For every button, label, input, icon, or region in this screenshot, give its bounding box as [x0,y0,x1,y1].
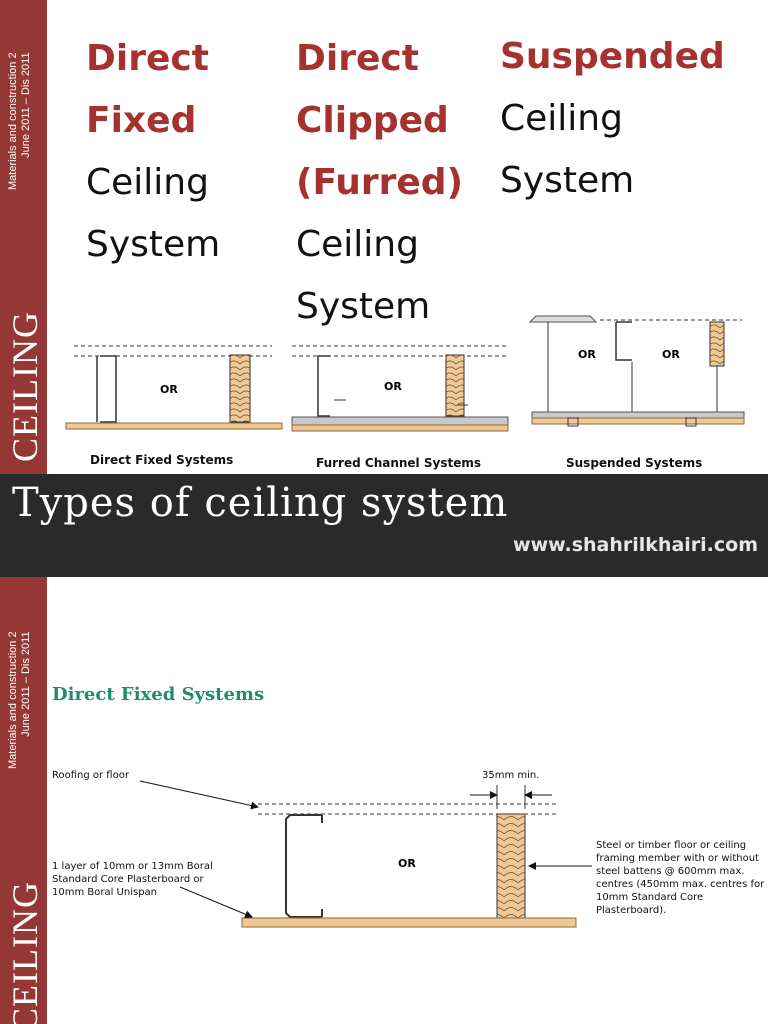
board-leader-arrow [179,886,253,918]
heading-red-line: Suspended [500,36,725,77]
timber-joist-icon [229,354,251,423]
column-suspended-heading: Suspended Ceiling System [500,26,725,212]
column-direct-fixed-heading: Direct Fixed Ceiling System [86,28,220,276]
heading-black-line: Ceiling [296,224,419,265]
or-label: OR [578,348,596,361]
or-label: OR [160,383,178,396]
or-label: OR [398,857,416,870]
heading-red-line: Direct [296,38,419,79]
heading-black-line: Ceiling [86,162,209,203]
direct-fixed-detail-diagram: OR [139,780,592,928]
heading-red-line: Direct [86,38,209,79]
roof-leader-arrow [139,780,259,810]
sidebar: Materials and construction 2 June 2011 –… [0,577,47,1024]
slide-direct-fixed-detail: Materials and construction 2 June 2011 –… [0,577,768,1024]
heading-black-line: Ceiling [500,98,623,139]
or-label: OR [384,380,402,393]
heading-red-line: Fixed [86,100,197,141]
timber-joist-icon [496,813,526,919]
plasterboard [241,917,577,928]
heading-red-line: Clipped [296,100,449,141]
direct-fixed-diagram: OR [65,345,283,430]
banner-title: Types of ceiling system [12,480,509,526]
caption-suspended: Suspended Systems [566,456,703,470]
label-35mm-min: 35mm min. [482,770,540,781]
timber-joist-icon [445,354,465,417]
heading-red-line: (Furred) [296,162,464,203]
sidebar: Materials and construction 2 June 2011 –… [0,0,47,474]
heading-black-line: System [500,160,635,201]
suspended-diagram: OR OR [528,315,745,427]
caption-furred-channel: Furred Channel Systems [316,456,481,470]
label-plasterboard: 1 layer of 10mm or 13mm Boral Standard C… [52,861,213,898]
caption-direct-fixed: Direct Fixed Systems [90,453,234,467]
column-direct-clipped-heading: Direct Clipped (Furred) Ceiling System [296,28,463,338]
slide-types-of-ceiling: Materials and construction 2 June 2011 –… [0,0,768,474]
furred-channel-diagram: OR [291,345,509,432]
label-roofing-or-floor: Roofing or floor [52,770,129,781]
detail-title: Direct Fixed Systems [52,684,265,705]
banner: Types of ceiling system www.shahrilkhair… [0,474,768,577]
or-label: OR [662,348,680,361]
ceiling-system-diagrams: OR OR OR OR [65,315,745,432]
banner-url: www.shahrilkhairi.com [513,534,758,556]
timber-joist-icon [709,321,725,367]
heading-black-line: System [86,224,221,265]
label-framing-member: Steel or timber floor or ceiling framing… [596,840,765,916]
heading-black-line: System [296,286,431,327]
